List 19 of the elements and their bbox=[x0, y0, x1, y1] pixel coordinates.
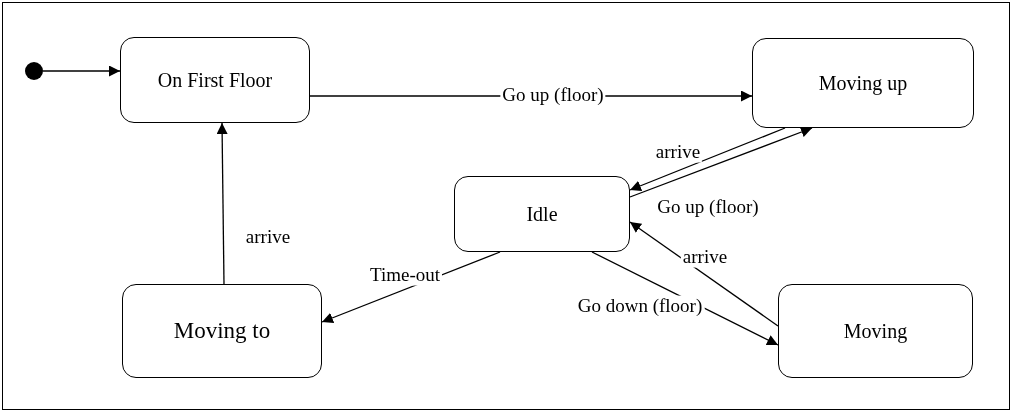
state-box bbox=[120, 37, 310, 123]
transition-arrow bbox=[629, 221, 779, 327]
edge-label: Go down (floor) bbox=[575, 295, 705, 317]
state-name: Moving bbox=[842, 319, 909, 343]
state-name: Moving to bbox=[172, 317, 272, 345]
state-name: On First Floor bbox=[156, 68, 274, 92]
transition-arrow bbox=[42, 65, 121, 77]
transition-arrow bbox=[216, 122, 228, 285]
state-box bbox=[122, 284, 322, 378]
state-name: Idle bbox=[525, 202, 559, 226]
initial-state-dot bbox=[25, 62, 43, 80]
state-box bbox=[752, 38, 974, 128]
edge-label: Go up (floor) bbox=[655, 196, 761, 218]
transition-arrow bbox=[629, 126, 813, 198]
state-box bbox=[778, 284, 973, 378]
transition-arrow bbox=[629, 127, 786, 191]
state-name: Moving up bbox=[817, 71, 909, 95]
state-box bbox=[454, 176, 630, 252]
edge-label: Go up (floor) bbox=[500, 84, 606, 106]
